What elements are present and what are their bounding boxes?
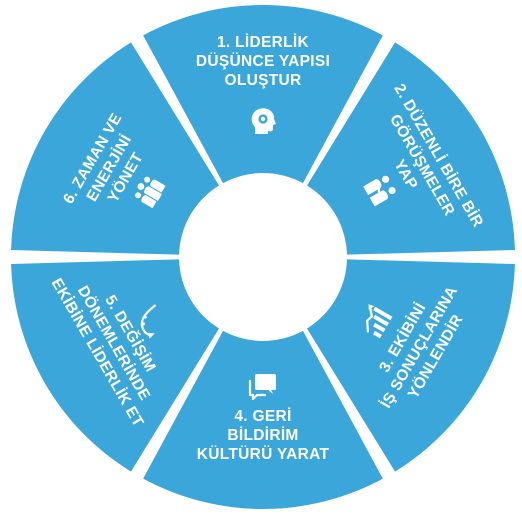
head-gear-icon <box>251 108 276 134</box>
segment-label-line: KÜLTÜRÜ YARAT <box>197 446 330 463</box>
center-circle <box>181 175 345 339</box>
segment-label-line: BİLDİRİM <box>227 427 298 444</box>
growth-chart-icon <box>366 304 393 339</box>
chat-bubbles-icon <box>248 374 276 401</box>
segment-shape-5 <box>11 259 219 472</box>
segment-label-line: OLUŞTUR <box>224 72 301 89</box>
segment-shape-6 <box>11 42 219 255</box>
segment-shape-4 <box>143 330 383 510</box>
segment-shape-1 <box>143 4 383 184</box>
segment-label-4: 4. GERİ BİLDİRİM KÜLTÜRÜ YARAT <box>197 408 330 463</box>
team-group-icon <box>135 176 166 209</box>
segment-shape-3 <box>307 259 515 472</box>
change-curve-icon <box>140 304 156 339</box>
two-people-icon <box>363 175 396 207</box>
wheel-segment-4: 4. GERİ BİLDİRİM KÜLTÜRÜ YARAT <box>143 330 383 510</box>
wheel-segment-1: 1. LİDERLİK DÜŞÜNCE YAPISI OLUŞTUR <box>143 4 383 184</box>
segment-label-line: 4. GERİ <box>234 408 291 425</box>
segment-label-1: 1. LİDERLİK DÜŞÜNCE YAPISI OLUŞTUR <box>196 34 330 89</box>
segment-label-line: DÜŞÜNCE YAPISI <box>196 53 330 70</box>
segment-label-line: 1. LİDERLİK <box>217 34 310 51</box>
segment-shape-2 <box>307 42 515 255</box>
